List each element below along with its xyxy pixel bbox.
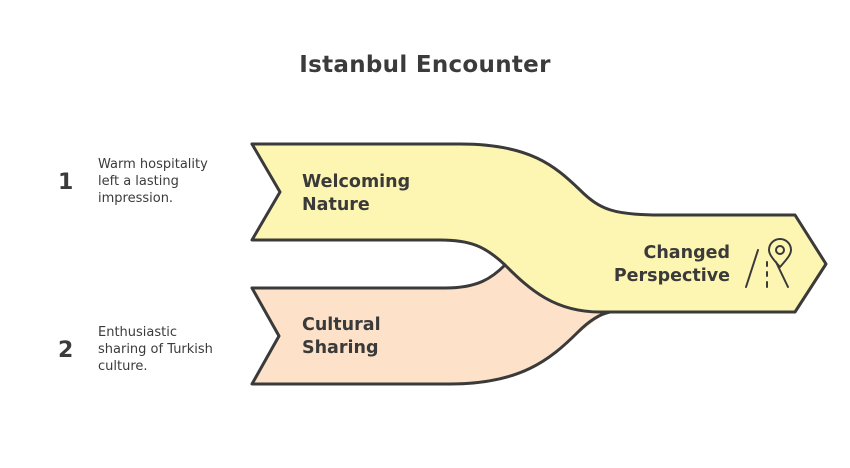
diagram-title: Istanbul Encounter: [299, 52, 551, 78]
step-description-1: Warm hospitality left a lasting impressi…: [98, 156, 248, 207]
step-description-2: Enthusiastic sharing of Turkish culture.: [98, 324, 248, 375]
label-line: Nature: [302, 195, 370, 215]
branch-cultural-sharing: [252, 265, 610, 384]
description-line: left a lasting: [98, 174, 179, 189]
description-line: sharing of Turkish: [98, 342, 213, 357]
result-label-changed-perspective: Changed Perspective: [570, 242, 730, 288]
label-line: Perspective: [613, 266, 730, 286]
label-line: Cultural: [302, 315, 381, 335]
branch-label-cultural-sharing: Cultural Sharing: [302, 314, 381, 360]
label-line: Changed: [643, 243, 731, 263]
step-number-1: 1: [58, 170, 74, 195]
description-line: Enthusiastic: [98, 325, 178, 340]
label-line: Welcoming: [302, 172, 411, 192]
description-line: impression.: [98, 191, 174, 206]
step-number-2: 2: [58, 338, 74, 363]
description-line: Warm hospitality: [98, 157, 208, 172]
label-line: Sharing: [302, 338, 379, 358]
branch-welcoming-nature: [252, 144, 826, 312]
description-line: culture.: [98, 359, 148, 374]
road-location-pin-icon: [745, 238, 792, 288]
branch-label-welcoming-nature: Welcoming Nature: [302, 171, 410, 217]
